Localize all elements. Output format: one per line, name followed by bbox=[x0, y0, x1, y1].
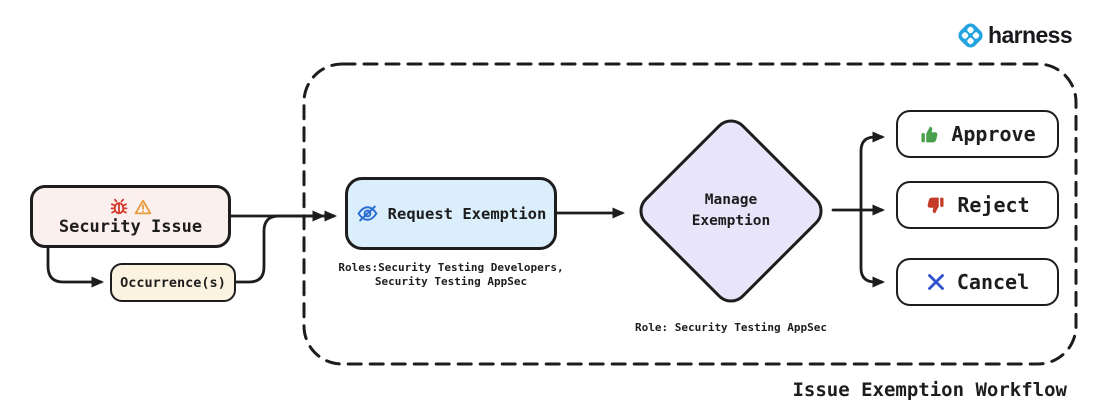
edge-manage-to-approve bbox=[859, 131, 885, 212]
cancel-label: Cancel bbox=[956, 270, 1030, 294]
node-occurrence: Occurrence(s) bbox=[110, 263, 236, 302]
node-manage-exemption: Manage Exemption bbox=[661, 141, 801, 281]
x-icon bbox=[927, 274, 944, 290]
security-issue-icons bbox=[110, 198, 152, 216]
harness-logo-icon bbox=[958, 23, 983, 48]
manage-role-line: Role: Security Testing AppSec bbox=[634, 321, 828, 334]
bug-icon bbox=[110, 198, 127, 215]
security-issue-label: Security Issue bbox=[58, 217, 203, 237]
node-security-issue: Security Issue bbox=[30, 185, 231, 248]
node-request-exemption: Request Exemption bbox=[345, 177, 557, 250]
harness-logo: harness bbox=[955, 20, 1073, 51]
approve-label: Approve bbox=[951, 122, 1036, 146]
occurrence-label: Occurrence(s) bbox=[120, 274, 226, 291]
workflow-caption: Issue Exemption Workflow bbox=[792, 379, 1067, 401]
request-roles-line1: Roles:Security Testing Developers, bbox=[338, 261, 564, 274]
edge-security-to-occurrence bbox=[46, 246, 104, 288]
request-roles-note: Roles:Security Testing Developers, Secur… bbox=[301, 261, 601, 288]
node-reject: Reject bbox=[896, 181, 1059, 229]
eye-off-icon bbox=[357, 205, 378, 222]
request-exemption-label: Request Exemption bbox=[387, 204, 547, 223]
manage-exemption-label-line1: Manage bbox=[704, 192, 758, 208]
harness-wordmark: harness bbox=[988, 22, 1073, 48]
manage-role-note: Role: Security Testing AppSec bbox=[581, 321, 881, 335]
request-roles-line2: Security Testing AppSec bbox=[374, 274, 528, 288]
node-cancel: Cancel bbox=[896, 258, 1059, 306]
warning-triangle-icon bbox=[134, 199, 151, 215]
thumbs-up-icon bbox=[921, 126, 938, 142]
reject-label: Reject bbox=[957, 193, 1030, 217]
edge-manage-to-cancel bbox=[859, 208, 885, 288]
node-approve: Approve bbox=[896, 110, 1059, 158]
thumbs-down-icon bbox=[928, 197, 944, 213]
manage-exemption-label-line2: Exemption bbox=[691, 213, 771, 229]
